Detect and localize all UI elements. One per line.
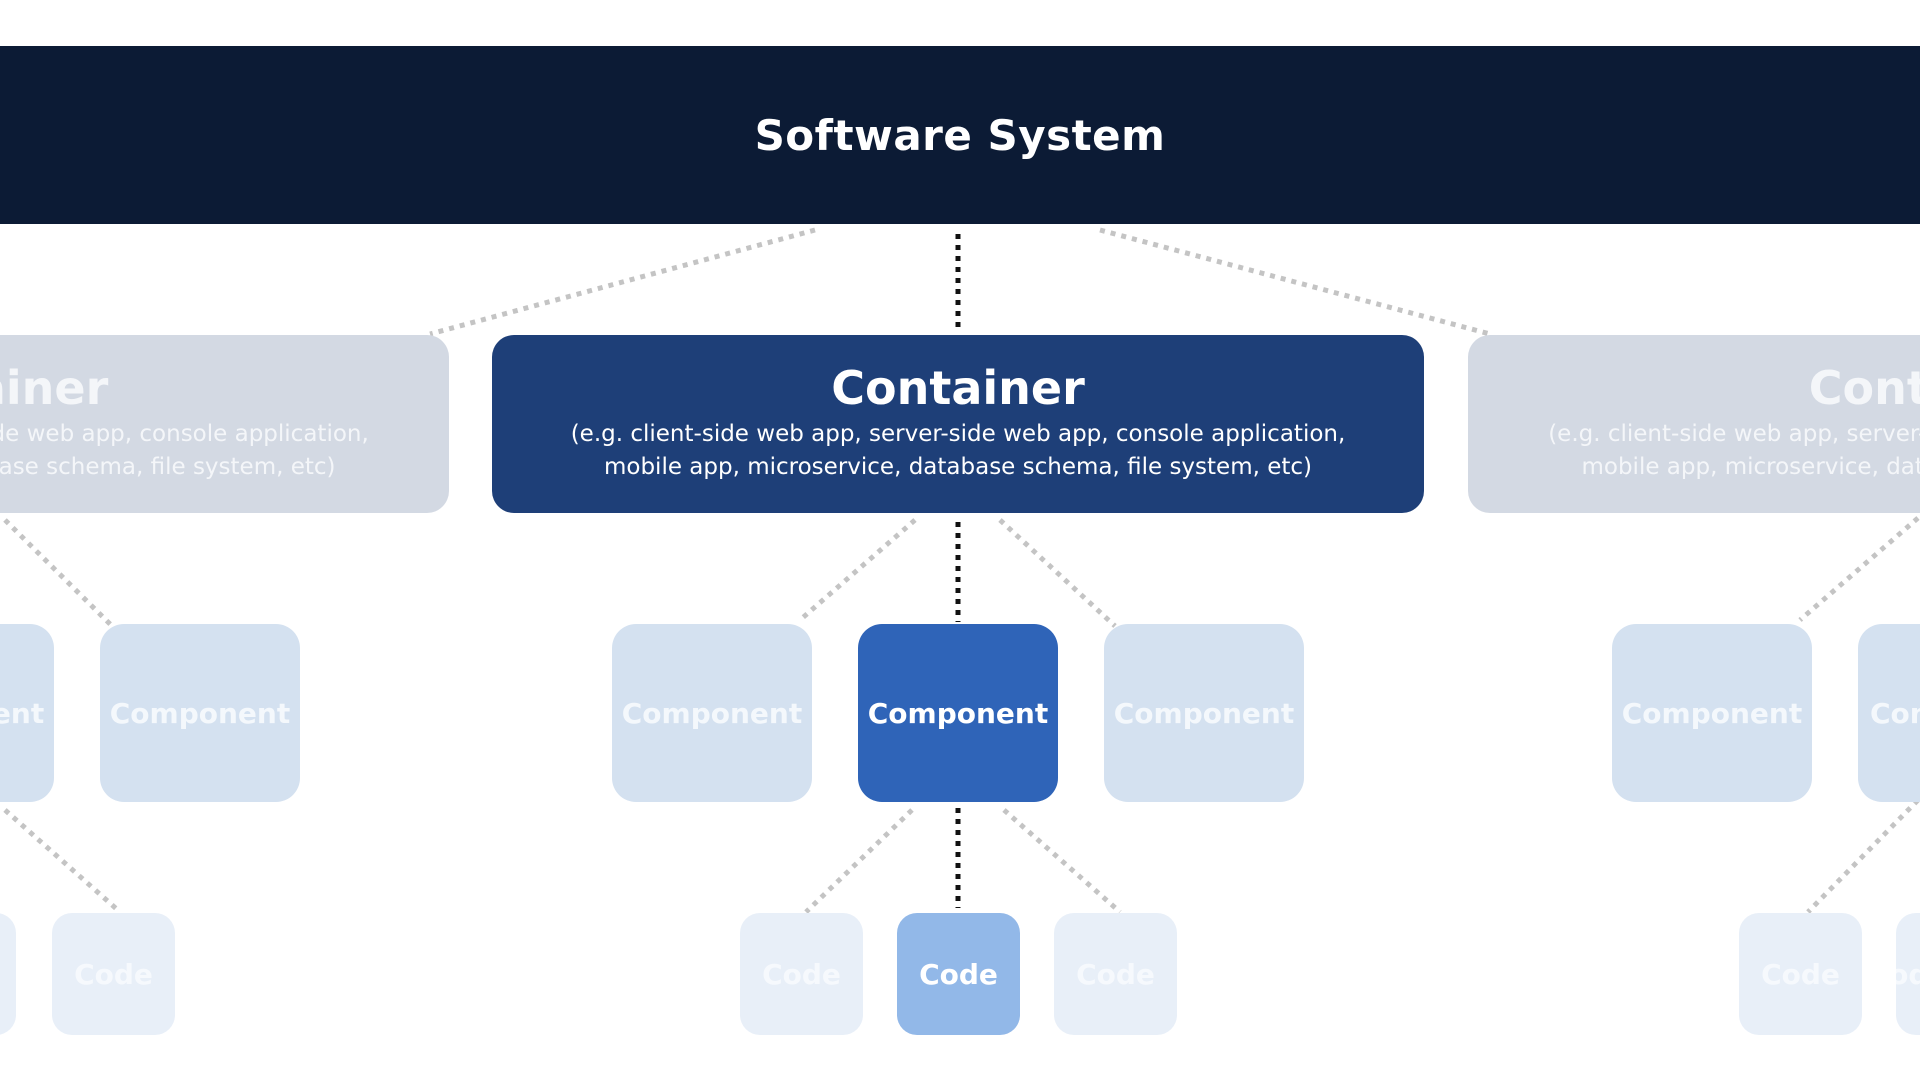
- component-label: Component: [0, 696, 45, 730]
- component-label: Component: [867, 696, 1049, 730]
- connector-center-container-component-right: [998, 518, 1117, 628]
- component-left-2: Component: [100, 624, 300, 802]
- container-left-desc-line2: mobile app, microservice, database schem…: [0, 454, 336, 481]
- container-right-desc-line1: (e.g. client-side web app, server-side w…: [1548, 421, 1920, 448]
- container-center: Container (e.g. client-side web app, ser…: [492, 335, 1424, 513]
- connector-left-component-code: [3, 808, 122, 914]
- container-center-title: Container: [831, 360, 1085, 415]
- code-right-1: Code: [1739, 913, 1862, 1035]
- container-left: Container (e.g. client-side web app, ser…: [0, 335, 449, 513]
- connector-right-component-code: [1806, 798, 1920, 914]
- software-system-title: Software System: [754, 110, 1166, 160]
- component-label: Component: [1621, 696, 1803, 730]
- container-left-desc-line1: (e.g. client-side web app, server-side w…: [0, 421, 369, 448]
- component-left-1: Component: [0, 624, 54, 802]
- container-right: Container (e.g. client-side web app, ser…: [1468, 335, 1920, 513]
- code-left-2: Code: [52, 913, 175, 1035]
- component-label: Component: [1870, 696, 1920, 730]
- connector-system-container-right: [1099, 227, 1491, 337]
- software-system-box: Software System: [0, 46, 1920, 224]
- connector-left-container-component: [3, 518, 114, 628]
- code-center-active: Code: [897, 913, 1020, 1035]
- connector-center-component-code-left: [804, 808, 914, 914]
- component-label: Component: [1113, 696, 1295, 730]
- container-right-title: Container: [1808, 360, 1920, 415]
- code-label: Code: [74, 957, 153, 991]
- connector-right-container-component: [1798, 516, 1920, 622]
- component-center-active: Component: [858, 624, 1058, 802]
- code-right-2: Code: [1896, 913, 1920, 1035]
- component-center-3: Component: [1104, 624, 1304, 802]
- connector-system-container-left: [429, 227, 816, 337]
- code-label: Code: [762, 957, 841, 991]
- code-center-1: Code: [740, 913, 863, 1035]
- code-left-1: Code: [0, 913, 16, 1035]
- code-label: Code: [1896, 957, 1920, 991]
- component-label: Component: [621, 696, 803, 730]
- component-right-2: Component: [1858, 624, 1920, 802]
- component-right-1: Component: [1612, 624, 1812, 802]
- container-center-desc-line1: (e.g. client-side web app, server-side w…: [570, 421, 1346, 448]
- code-label: Code: [1076, 957, 1155, 991]
- connector-center-container-component-left: [798, 518, 917, 622]
- container-right-desc-line2: mobile app, microservice, database schem…: [1581, 454, 1920, 481]
- container-center-desc-line2: mobile app, microservice, database schem…: [603, 454, 1313, 481]
- container-left-title: Container: [0, 360, 109, 415]
- connector-center-component-code-right: [1002, 808, 1122, 914]
- component-label: Component: [109, 696, 291, 730]
- component-center-1: Component: [612, 624, 812, 802]
- code-center-3: Code: [1054, 913, 1177, 1035]
- code-label: Code: [1761, 957, 1840, 991]
- code-label: Code: [919, 957, 998, 991]
